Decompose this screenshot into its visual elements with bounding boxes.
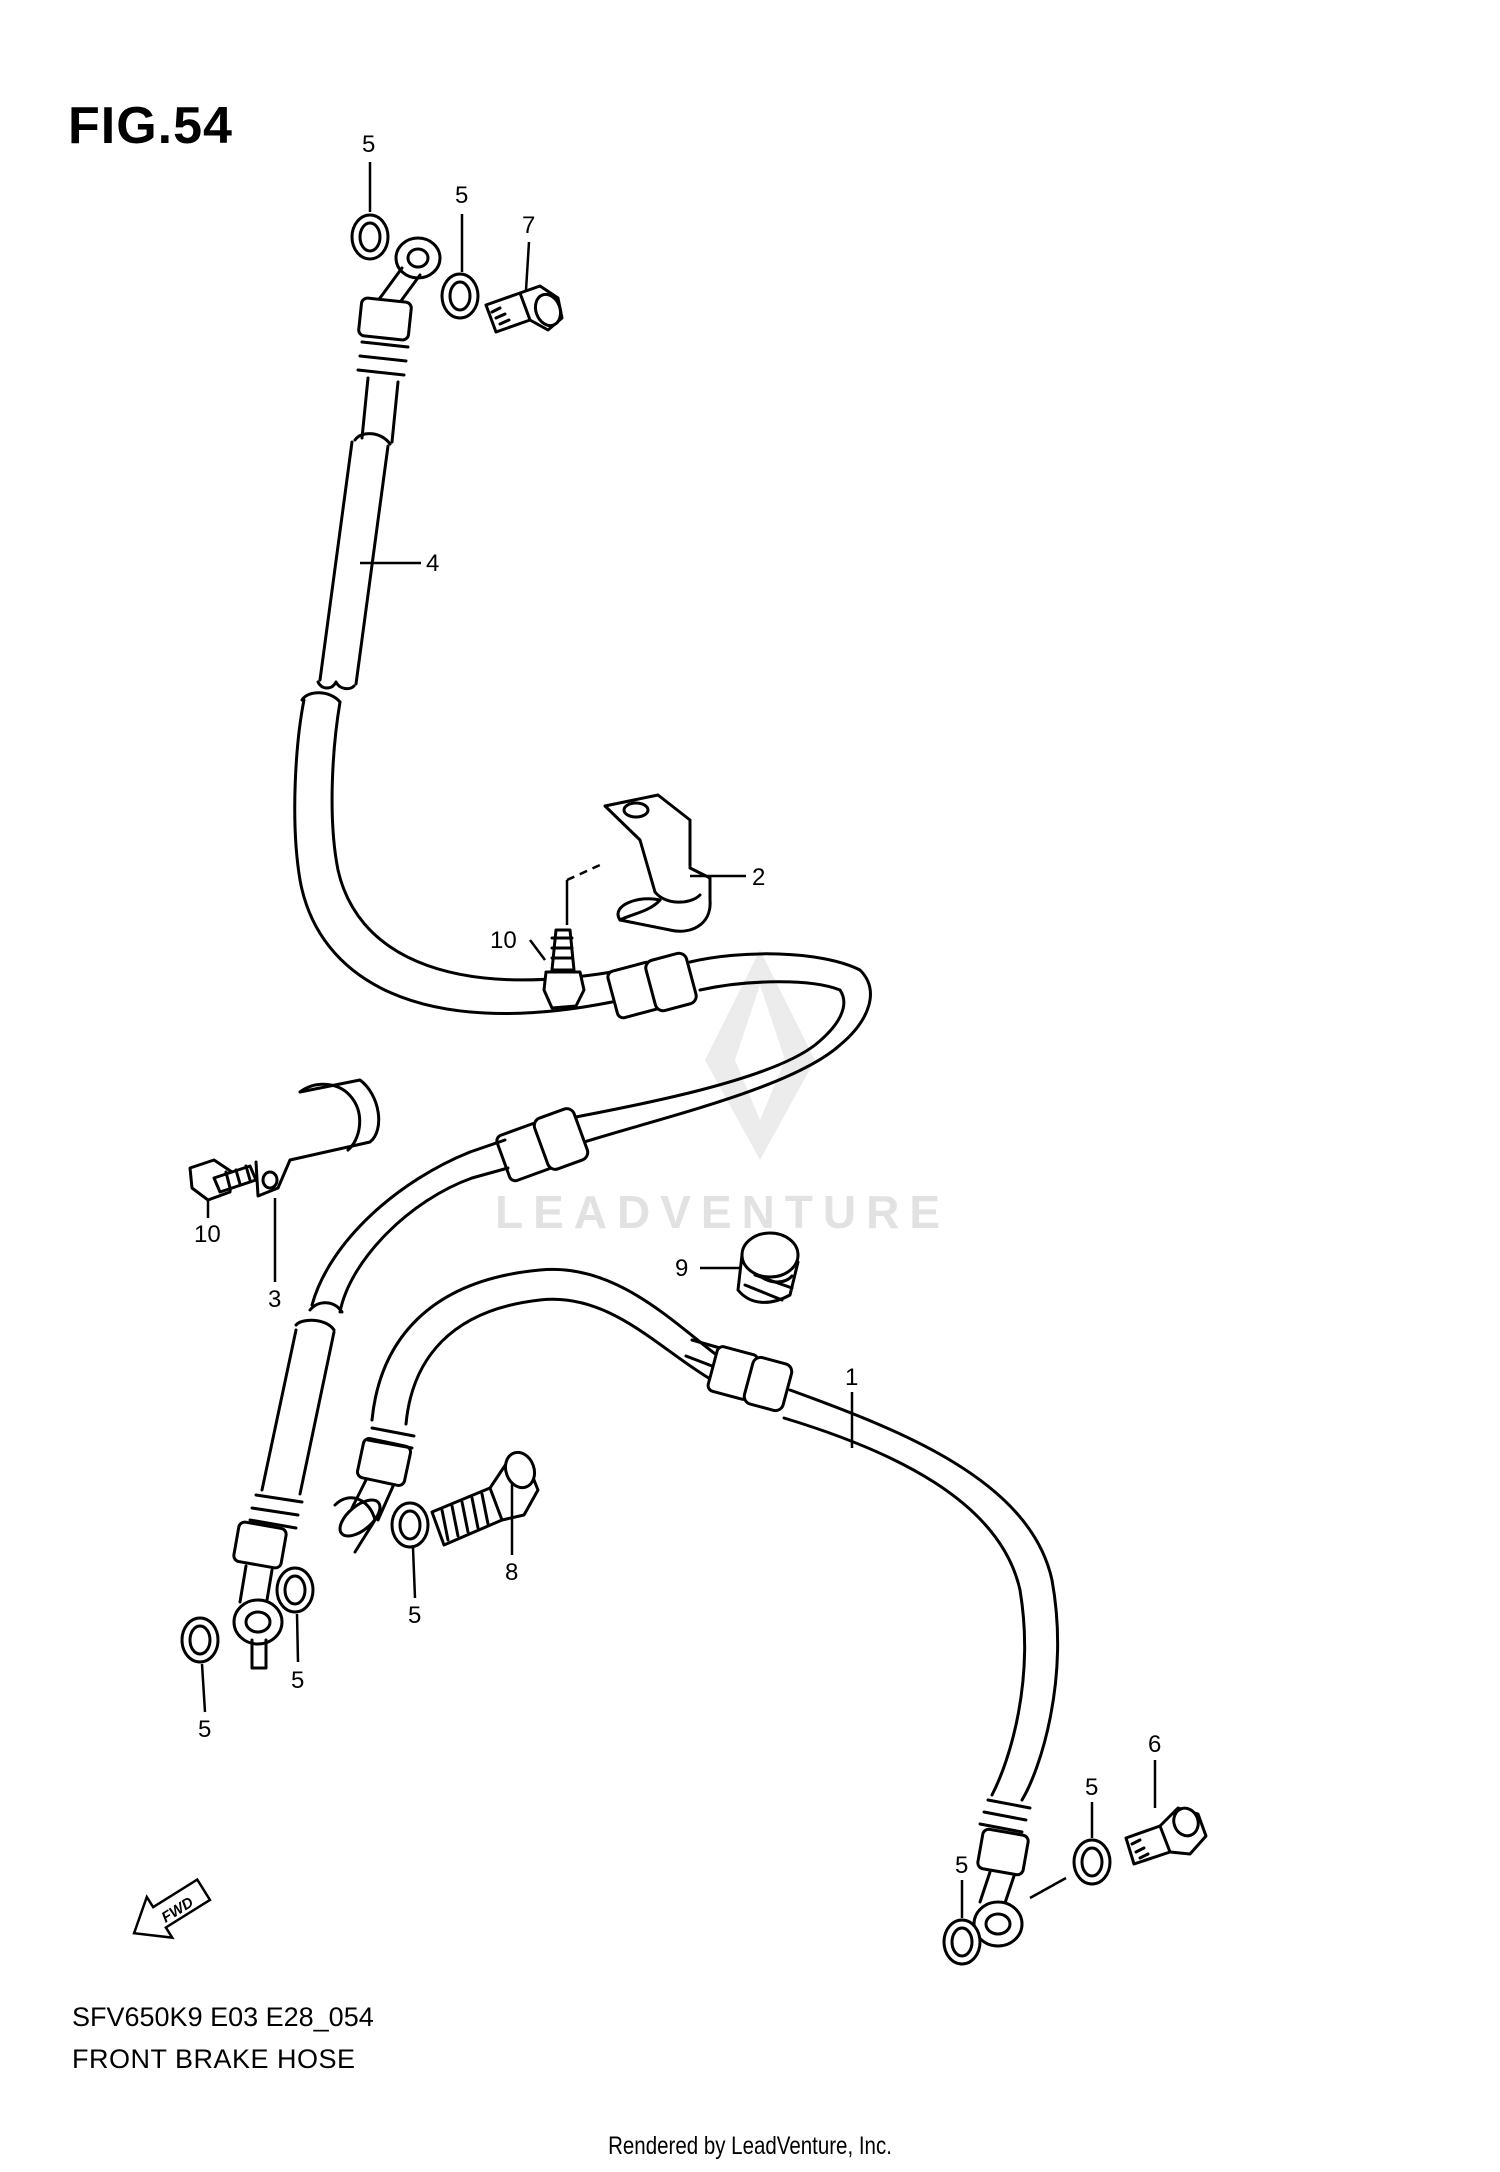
clamp-9 bbox=[736, 1231, 800, 1304]
union-bolt-7 bbox=[484, 284, 564, 334]
clamp-2 bbox=[603, 793, 712, 933]
callout-9: 9 bbox=[675, 1255, 688, 1282]
gasket-5-bottom-right-b bbox=[1072, 1838, 1112, 1886]
gasket-5-lower-left bbox=[180, 1616, 220, 1664]
figure-title: FIG.54 bbox=[68, 97, 233, 155]
leader-lines bbox=[200, 162, 1157, 1918]
callout-5: 5 bbox=[291, 1667, 304, 1694]
brake-hose-1 bbox=[333, 1267, 1059, 1948]
callout-5: 5 bbox=[408, 1602, 421, 1629]
brake-hose-4 bbox=[293, 236, 614, 1015]
bolt-10-upper bbox=[542, 928, 586, 1010]
brake-hose-lower-left bbox=[232, 1150, 474, 1670]
figure-name: FRONT BRAKE HOSE bbox=[72, 2044, 356, 2074]
watermark: LEADVENTURE bbox=[495, 950, 950, 1238]
watermark-text: LEADVENTURE bbox=[495, 1186, 950, 1238]
callout-6: 6 bbox=[1148, 1731, 1161, 1758]
callout-5: 5 bbox=[455, 182, 468, 209]
render-credit: Rendered by LeadVenture, Inc. bbox=[608, 2132, 892, 2160]
callout-labels: 5 5 7 4 2 10 10 3 9 1 8 5 5 5 6 5 5 bbox=[194, 131, 1161, 1879]
hose-union-fitting bbox=[468, 951, 872, 1183]
bolt-10-lower bbox=[188, 1158, 258, 1202]
callout-7: 7 bbox=[522, 212, 535, 239]
callout-3: 3 bbox=[268, 1286, 281, 1313]
model-code: SFV650K9 E03 E28_054 bbox=[72, 2002, 374, 2032]
gasket-5-lower-mid bbox=[390, 1501, 430, 1549]
callout-8: 8 bbox=[505, 1559, 518, 1586]
callout-5: 5 bbox=[1085, 1774, 1098, 1801]
gasket-5-top-right bbox=[440, 272, 480, 320]
gasket-5-bottom-right-a bbox=[942, 1918, 982, 1966]
callout-10: 10 bbox=[194, 1221, 221, 1248]
callout-5: 5 bbox=[362, 131, 375, 158]
clamp-3 bbox=[254, 1078, 381, 1198]
callout-5: 5 bbox=[198, 1716, 211, 1743]
callout-5: 5 bbox=[955, 1852, 968, 1879]
union-bolt-6 bbox=[1124, 1806, 1208, 1866]
callout-2: 2 bbox=[752, 864, 765, 891]
callout-1: 1 bbox=[845, 1364, 858, 1391]
forward-direction-arrow-icon: FWD bbox=[132, 1877, 212, 1940]
callout-4: 4 bbox=[426, 550, 439, 577]
union-bolt-8 bbox=[430, 1450, 540, 1547]
gasket-5-top-left bbox=[350, 213, 390, 261]
callout-10: 10 bbox=[490, 927, 517, 954]
watermark-flame-logo bbox=[705, 950, 815, 1160]
gasket-5-lower-mid-left bbox=[275, 1566, 315, 1614]
